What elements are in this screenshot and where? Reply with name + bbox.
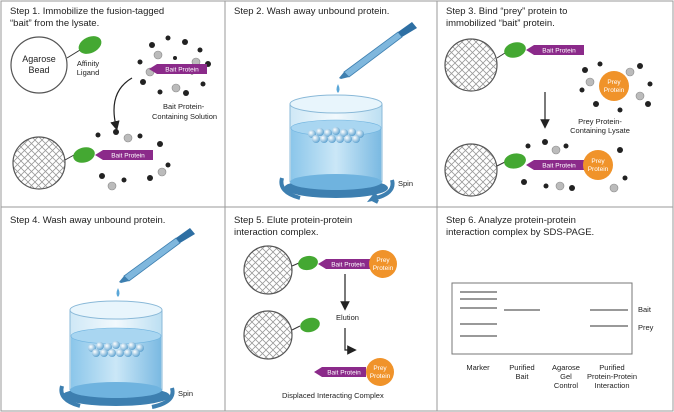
- bait-solution-label-line2: Containing Solution: [152, 112, 217, 121]
- bead-cluster: [308, 127, 364, 143]
- prey-label-3a: Prey: [607, 79, 621, 86]
- step-5-title-line1: Step 5. Elute protein-protein: [234, 215, 352, 226]
- panel-step-6: Step 6. Analyze protein-protein interact…: [446, 215, 654, 390]
- spin-label-4: Spin: [178, 389, 193, 398]
- prey-lysate-label-line2: Containing Lysate: [570, 126, 630, 135]
- beaker-4: [59, 300, 175, 409]
- protein-label-5a: Protein: [373, 265, 394, 272]
- lane-label-agarose-3: Control: [554, 381, 579, 390]
- prey-label-5b: Prey: [373, 365, 387, 372]
- affinity-label: Affinity: [77, 59, 100, 68]
- displaced-complex-label: Displaced Interacting Complex: [282, 391, 384, 400]
- step-2-title-line1: Step 2. Wash away unbound protein.: [234, 6, 389, 17]
- step-4-title-line1: Step 4. Wash away unbound protein.: [10, 215, 165, 226]
- lysate-particles-3b: [521, 139, 628, 193]
- lane-label-agarose-1: Agarose: [552, 363, 580, 372]
- protein-label-5b: Protein: [370, 373, 391, 380]
- beaker: [279, 94, 395, 204]
- gel-band-label-bait: Bait: [638, 305, 652, 314]
- step-3-title-line1: Step 3. Bind “prey” protein to: [446, 6, 567, 17]
- panel-step-5: Step 5. Elute protein-protein interactio…: [234, 215, 397, 400]
- bait-protein-tag-bound: [103, 150, 153, 160]
- spin-label: Spin: [398, 179, 413, 188]
- agarose-bead-result: [12, 136, 66, 190]
- bait-protein-label: Bait Protein: [165, 67, 199, 74]
- lane-label-purified-bait-2: Bait: [516, 372, 530, 381]
- elution-label: Elution: [336, 313, 359, 322]
- panel-step-4: Step 4. Wash away unbound protein.: [10, 215, 195, 409]
- marker-lane-bands: [460, 291, 497, 337]
- ligand-label: Ligand: [77, 68, 100, 77]
- prey-label-3b: Prey: [591, 158, 605, 165]
- bait-solution-label-line1: Bait Protein-: [163, 102, 205, 111]
- step-1-title-line1: Step 1. Immobilize the fusion-tagged: [10, 6, 164, 17]
- pipette-icon-4: [116, 228, 195, 297]
- lysate-particles-1b: [95, 129, 171, 191]
- prey-protein-3a: [599, 71, 629, 101]
- lane-label-interaction-2: Protein-Protein: [587, 372, 637, 381]
- lane-label-agarose-2: Gel: [560, 372, 572, 381]
- bead-label: Bead: [28, 65, 49, 75]
- panel-step-3: Step 3. Bind “prey” protein to immobiliz…: [444, 6, 653, 197]
- panel-step-1: Step 1. Immobilize the fusion-tagged “ba…: [10, 6, 217, 191]
- lane-label-interaction-1: Purified: [599, 363, 624, 372]
- lane-label-purified-bait-1: Purified: [509, 363, 534, 372]
- prey-label-5a: Prey: [376, 257, 390, 264]
- gel-band-label-prey: Prey: [638, 323, 654, 332]
- pipette-icon: [336, 22, 417, 93]
- step-6-title-line2: interaction complex by SDS-PAGE.: [446, 227, 594, 238]
- sds-page-gel: [451, 282, 633, 355]
- step-1-arrow: [110, 77, 133, 131]
- lysate-particles-3: [579, 61, 653, 113]
- prey-lysate-label-line1: Prey Protein-: [578, 117, 622, 126]
- bait-protein-label-5b: Bait Protein: [327, 370, 361, 377]
- bait-protein-tag: [157, 64, 207, 74]
- lysate-particles-1: [137, 35, 211, 96]
- protein-label-3a: Protein: [604, 87, 625, 94]
- bait-protein-label-3b: Bait Protein: [542, 163, 576, 170]
- affinity-ligand: [78, 36, 102, 54]
- step-3-title-line2: immobilized “bait” protein.: [446, 18, 555, 29]
- panel-step-2: Step 2. Wash away unbound protein.: [234, 6, 417, 204]
- agarose-label: Agarose: [22, 54, 56, 64]
- lane-label-interaction-3: Interaction: [594, 381, 629, 390]
- step-1-title-line2: “bait” from the lysate.: [10, 18, 99, 29]
- step-5-title-line2: interaction complex.: [234, 227, 318, 238]
- bait-protein-label-bound: Bait Protein: [111, 153, 145, 160]
- protein-label-3b: Protein: [588, 166, 609, 173]
- bait-protein-label-5a: Bait Protein: [331, 262, 365, 269]
- agarose-bead: [10, 36, 68, 94]
- lane-label-marker: Marker: [466, 363, 490, 372]
- step-6-title-line1: Step 6. Analyze protein-protein: [446, 215, 576, 226]
- bait-protein-label-3a: Bait Protein: [542, 48, 576, 55]
